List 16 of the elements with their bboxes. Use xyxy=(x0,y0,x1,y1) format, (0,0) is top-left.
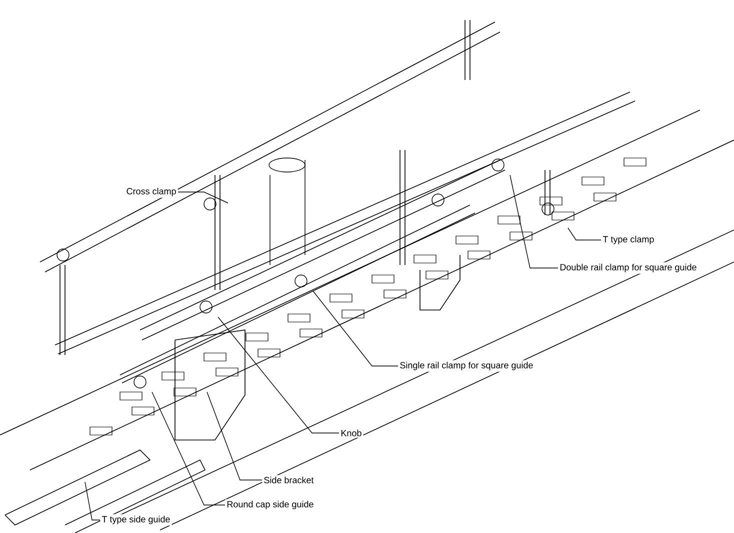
part-label: T type clamp xyxy=(601,234,656,246)
leader-line xyxy=(152,392,226,506)
part-label: Side bracket xyxy=(262,475,316,485)
leader-line xyxy=(218,316,340,434)
leader-line xyxy=(178,192,228,204)
leader-line xyxy=(206,392,262,480)
leader-line xyxy=(312,290,398,366)
part-label: Single rail clamp for square guide xyxy=(398,360,535,372)
leader-line xyxy=(510,174,558,268)
part-label: T type side guide xyxy=(100,514,172,526)
part-label: Double rail clamp for square guide xyxy=(558,262,698,274)
part-label: Round cap side guide xyxy=(225,499,316,511)
part-label: Knob xyxy=(339,428,364,438)
part-label: Cross clamp xyxy=(124,186,178,198)
leader-line xyxy=(84,482,100,520)
leader-line xyxy=(568,228,602,240)
